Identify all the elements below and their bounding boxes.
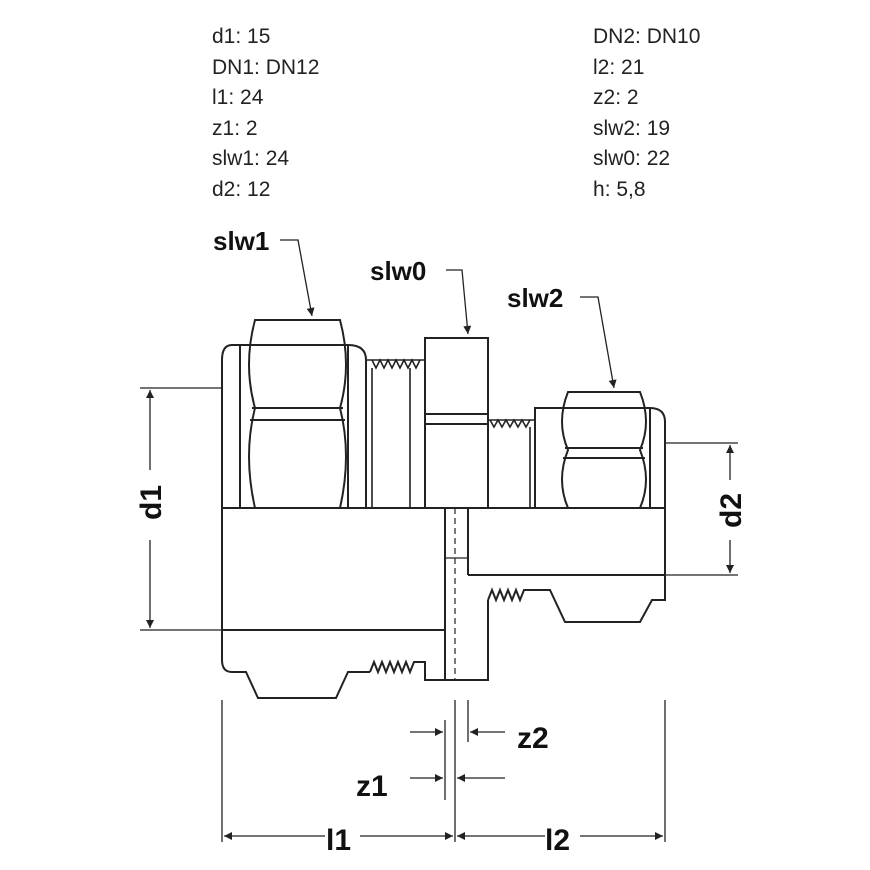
label-z2: z2: [517, 722, 549, 755]
center-hex: [424, 337, 489, 509]
left-thread: [366, 358, 425, 508]
label-slw1: slw1: [213, 226, 269, 256]
leaders: [280, 239, 617, 389]
spec-d1: d1: 15: [212, 25, 271, 48]
spec-dn2: DN2: DN10: [593, 25, 701, 48]
label-slw0: slw0: [370, 256, 426, 286]
section-view: [221, 507, 666, 699]
spec-list-right: DN2: DN10 l2: 21 z2: 2 slw2: 19 slw0: 22…: [593, 22, 700, 206]
spec-slw2: slw2: 19: [593, 116, 671, 140]
spec-slw1: slw1: 24: [212, 147, 290, 171]
spec-dn1: DN1: DN12: [212, 55, 320, 79]
label-slw2: slw2: [507, 283, 563, 313]
spec-list-left: d1: 15 DN1: DN12 l1: 24 z1: 2 slw1: 24 d…: [212, 22, 319, 206]
spec-z1: z1: 2: [212, 116, 258, 140]
spec-slw0: slw0: 22: [593, 147, 671, 171]
right-thread: [488, 418, 535, 508]
spec-d2: d2: 12: [212, 177, 271, 201]
label-l1: l1: [326, 824, 351, 857]
right-nut: [534, 391, 666, 509]
label-l2: l2: [545, 824, 570, 857]
dimensions: [140, 387, 738, 842]
spec-l1: l1: 24: [212, 86, 264, 110]
spec-z2: z2: 2: [593, 86, 639, 110]
spec-h: h: 5,8: [593, 177, 646, 201]
label-d2: d2: [715, 493, 748, 528]
label-d1: d1: [135, 485, 168, 520]
label-z1: z1: [356, 770, 388, 803]
spec-l2: l2: 21: [593, 55, 645, 79]
left-nut: [221, 319, 367, 509]
